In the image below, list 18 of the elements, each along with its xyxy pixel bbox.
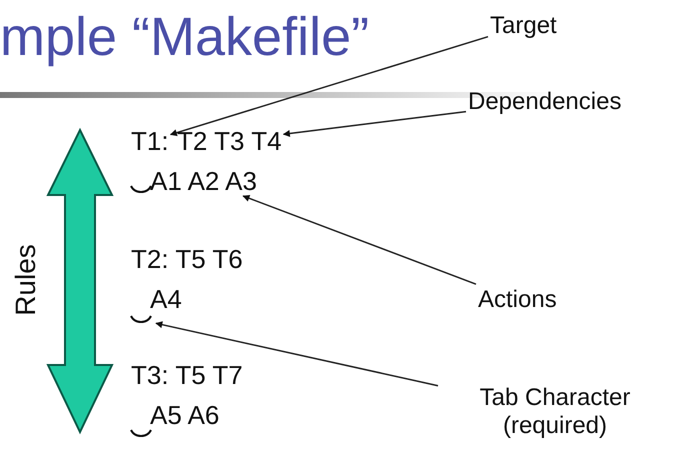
code-text: T2 T3 T4	[177, 128, 282, 154]
code-text: T3: T5 T7	[131, 362, 243, 388]
code-text: T1:	[131, 128, 169, 154]
callout-text: Actions	[478, 286, 557, 314]
callout-text: Target	[490, 12, 557, 40]
vertical-label: Rules	[12, 244, 40, 316]
code-text: A5 A6	[150, 402, 220, 428]
title: mple “Makefile”	[0, 10, 370, 64]
tab-mark-icon	[128, 314, 154, 326]
callout-text: Dependencies	[468, 88, 622, 116]
callout-text: Tab Character (required)	[440, 384, 670, 440]
arrow	[170, 36, 488, 136]
code-text: A1 A2 A3	[150, 168, 257, 194]
code-text: T2: T5 T6	[131, 246, 243, 272]
arrow	[155, 321, 438, 386]
code-text: A4	[150, 286, 182, 312]
arrow	[282, 110, 466, 137]
arrow	[242, 194, 476, 285]
